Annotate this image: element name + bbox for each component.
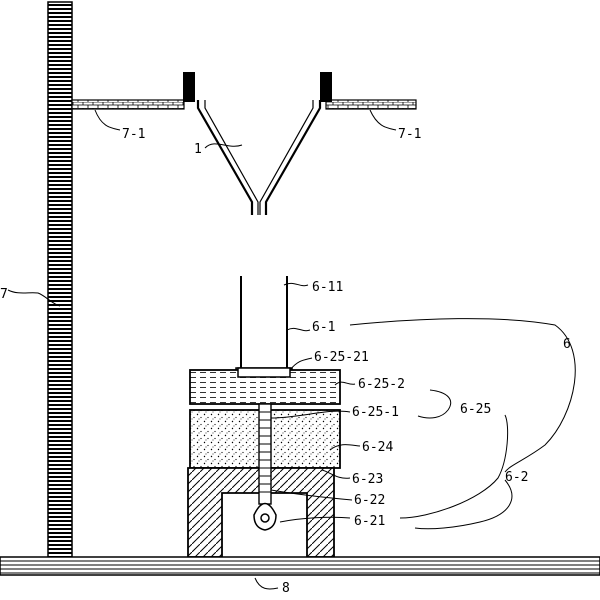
label-stand: 7 [0,287,8,302]
label-funnel: 1 [194,142,202,157]
label-assembly: 6 [563,337,571,352]
label-base: 6-23 [352,472,383,487]
label-shaft: 6-22 [354,493,385,508]
label-filler: 6-24 [362,440,393,455]
label-plate-hole: 6-25-1 [352,405,399,420]
shaft [258,403,272,505]
label-pulley: 6-21 [354,514,385,529]
right-clamp-block [320,72,332,102]
right-arm [325,99,417,110]
plate-recess [237,367,291,378]
label-plate-top: 6-25-21 [314,350,369,365]
label-ground: 8 [282,581,290,596]
pulley [253,502,277,531]
funnel [196,100,322,215]
tube [240,276,288,373]
left-clamp-block [183,72,195,102]
label-tube: 6-1 [312,320,335,335]
label-group-25: 6-25 [460,402,491,417]
label-tube-top: 6-11 [312,280,343,295]
ground-base [0,556,600,576]
stand-column [47,1,73,558]
label-left-arm: 7-1 [122,127,145,142]
left-arm [71,99,185,110]
label-right-arm: 7-1 [398,127,421,142]
leader-lines [7,109,576,590]
label-plate: 6-25-2 [358,377,405,392]
label-group-2: 6-2 [505,470,528,485]
